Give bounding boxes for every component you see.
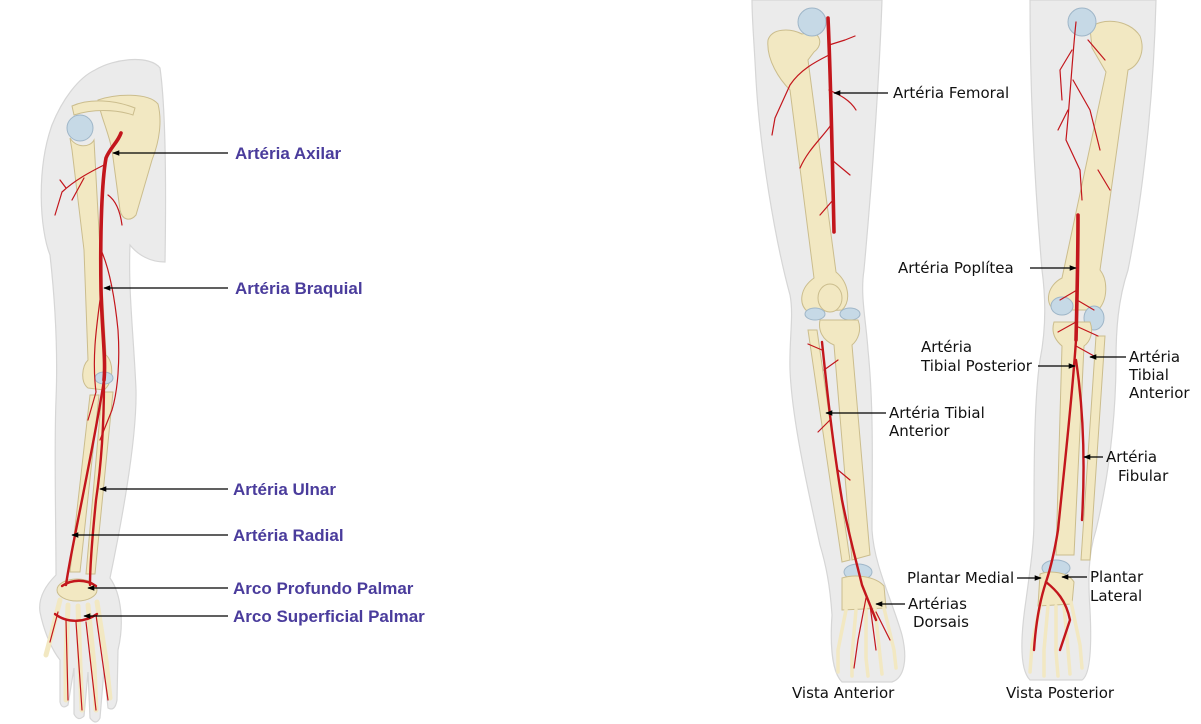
- humeral-head: [67, 115, 93, 141]
- label-tibial-anterior-front-line1: Artéria Tibial: [889, 404, 985, 422]
- label-arteria-axilar: Artéria Axilar: [235, 144, 342, 163]
- label-tibial-posterior-line1: Artéria: [921, 338, 972, 356]
- anterior-patella: [818, 284, 842, 312]
- label-arterias-dorsais-line1: Artérias: [908, 595, 967, 613]
- popliteal-artery: [1076, 215, 1078, 340]
- label-tibial-anterior-back-line1: Artéria: [1129, 348, 1180, 366]
- label-tibial-anterior-back-line3: Anterior: [1129, 384, 1190, 402]
- label-arteria-ulnar: Artéria Ulnar: [233, 480, 336, 499]
- metatarsal-3: [866, 610, 868, 676]
- label-arteria-poplitea: Artéria Poplítea: [898, 259, 1014, 277]
- label-tibial-anterior-front-line2: Anterior: [889, 422, 950, 440]
- anterior-knee-meniscus-right: [840, 308, 860, 320]
- anterior-femoral-head: [798, 8, 826, 36]
- plantar-metatarsal-3: [1056, 606, 1058, 676]
- anterior-knee-meniscus-left: [805, 308, 825, 320]
- label-vista-anterior: Vista Anterior: [792, 684, 895, 702]
- label-tibial-posterior-line2: Tibial Posterior: [920, 357, 1033, 375]
- label-plantar-medial: Plantar Medial: [907, 569, 1014, 587]
- anterior-leg-illustration: [752, 0, 905, 682]
- arm-illustration: [40, 60, 166, 722]
- label-arteria-femoral: Artéria Femoral: [893, 84, 1009, 102]
- label-arco-superficial-palmar: Arco Superficial Palmar: [233, 607, 425, 626]
- label-arteria-radial: Artéria Radial: [233, 526, 344, 545]
- label-arteria-braquial: Artéria Braquial: [235, 279, 363, 298]
- label-tibial-anterior-back-line2: Tibial: [1128, 366, 1169, 384]
- label-plantar-lateral-line2: Lateral: [1090, 587, 1142, 605]
- label-arterias-dorsais-line2: Dorsais: [913, 613, 969, 631]
- posterior-knee-condyle-left: [1051, 297, 1073, 315]
- label-plantar-lateral-line1: Plantar: [1090, 568, 1144, 586]
- label-fibular-line2: Fibular: [1118, 467, 1169, 485]
- label-arco-profundo-palmar: Arco Profundo Palmar: [233, 579, 414, 598]
- posterior-femoral-head: [1068, 8, 1096, 36]
- label-fibular-line1: Artéria: [1106, 448, 1157, 466]
- label-vista-posterior: Vista Posterior: [1006, 684, 1115, 702]
